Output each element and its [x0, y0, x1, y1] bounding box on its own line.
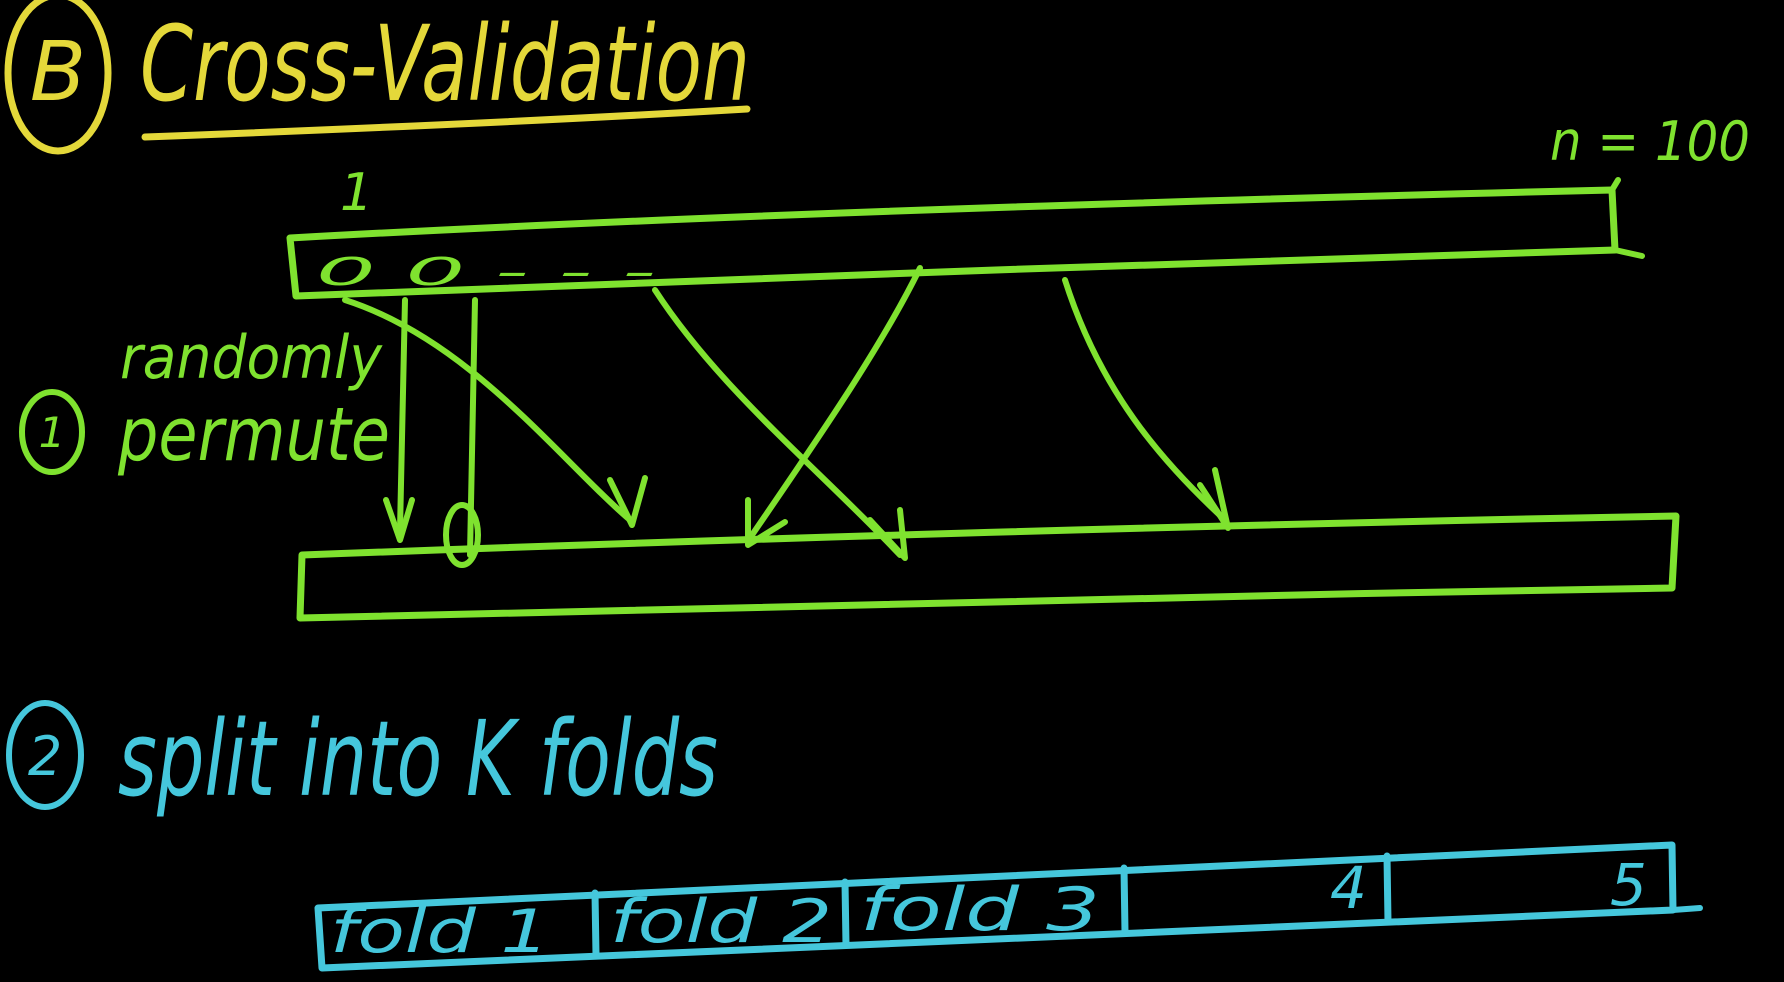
first-index-label: 1: [340, 163, 373, 223]
original-bar-edge: [1609, 177, 1645, 259]
fold-divider-2: [841, 878, 850, 949]
fold-3-label: fold 3: [860, 875, 1100, 945]
step1-circle: [19, 389, 85, 475]
arrow-5: [747, 265, 923, 541]
top-bar-cells: 0 0 - - -: [316, 250, 656, 294]
fold-divider-3: [1120, 864, 1129, 936]
permuted-data-bar: [296, 512, 1680, 622]
fold-dividers: [591, 852, 1392, 959]
title-marker-circle: [4, 0, 112, 155]
fold-5-label: 5: [1610, 851, 1647, 919]
step1-number: 1: [39, 408, 66, 457]
arrow-4: [652, 287, 903, 558]
fold-divider-4: [1383, 852, 1392, 926]
step1-line2: permute: [117, 392, 390, 478]
arrowhead-1: [383, 497, 415, 543]
fold-1-label: fold 1: [330, 897, 550, 967]
arrowhead-3: [607, 475, 648, 528]
step2-text: split into K folds: [118, 698, 718, 820]
arrow-3: [342, 297, 633, 523]
fold-divider-1: [591, 889, 600, 959]
title-marker: B: [30, 25, 86, 120]
fold-2-label: fold 2: [610, 887, 832, 957]
arrowhead-5: [745, 497, 788, 548]
permutation-arrows: [342, 265, 1231, 568]
step2-circle: [6, 700, 84, 810]
fold-4-label: 4: [1330, 854, 1367, 922]
folds-bar-edge: [1670, 905, 1703, 913]
step2-number: 2: [28, 725, 62, 788]
title-text: Cross-Validation: [140, 3, 750, 125]
arrow-6: [1062, 277, 1228, 523]
arrowhead-2: [443, 502, 481, 568]
arrow-1: [397, 297, 408, 533]
step1-line1: randomly: [120, 323, 383, 393]
n-label: n = 100: [1550, 110, 1750, 173]
title-underline: [141, 105, 751, 141]
